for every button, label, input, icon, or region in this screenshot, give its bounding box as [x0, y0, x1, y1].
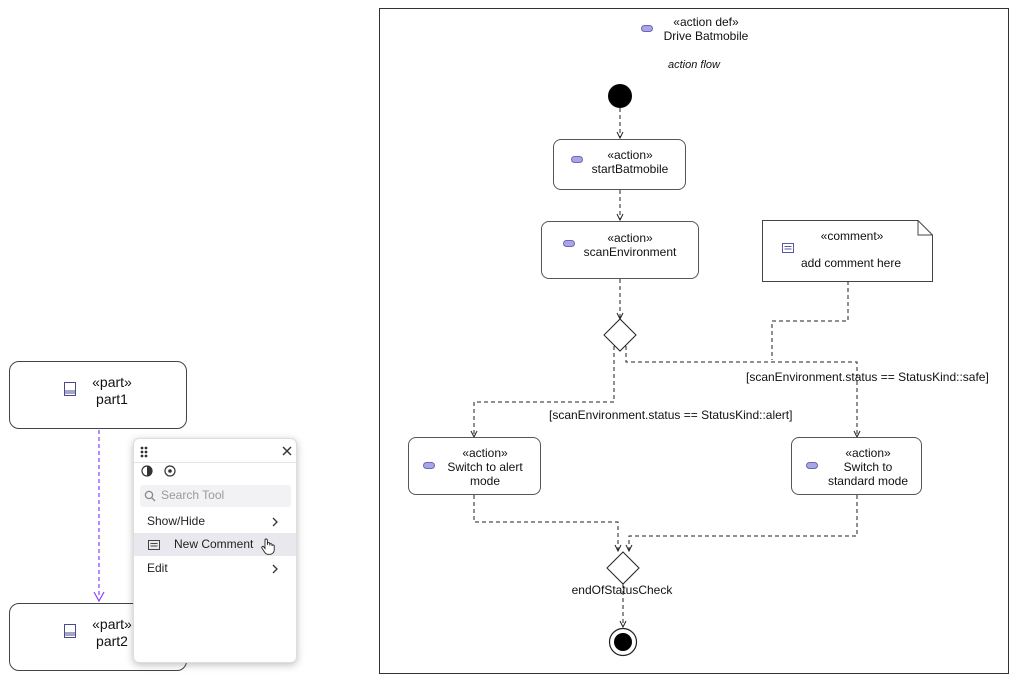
- new-comment-label: New Comment: [174, 537, 254, 551]
- action-icon: [423, 462, 435, 469]
- chevron-right-icon: [272, 564, 278, 574]
- part1-stereotype: «part»: [92, 374, 132, 390]
- search-placeholder: Search Tool: [161, 488, 225, 502]
- guard-alert: [scanEnvironment.status == StatusKind::a…: [549, 408, 793, 422]
- part-connector-arrowhead: [93, 591, 105, 603]
- initial-node[interactable]: [607, 83, 633, 109]
- action-name: scanEnvironment: [583, 245, 677, 259]
- action-startBatmobile[interactable]: «action» startBatmobile: [553, 139, 686, 190]
- action-name-line2: standard mode: [827, 474, 909, 488]
- palette-item-new-comment[interactable]: New Comment: [134, 533, 296, 556]
- part-icon: [64, 624, 76, 638]
- edit-label: Edit: [147, 561, 168, 575]
- search-icon: [144, 490, 156, 502]
- merge-node[interactable]: [606, 551, 640, 585]
- target-icon[interactable]: [164, 465, 176, 477]
- edge-comment-anchor: [771, 281, 849, 360]
- action-switch-to-standard-mode[interactable]: «action» Switch to standard mode: [791, 437, 922, 495]
- action-name-line2: mode: [469, 474, 501, 488]
- comment-stereotype: «comment»: [820, 229, 884, 243]
- part1-name: part1: [96, 391, 128, 407]
- search-tool-input[interactable]: Search Tool: [140, 485, 291, 507]
- hand-cursor-icon: [261, 538, 275, 555]
- action-def-frame[interactable]: [379, 8, 1009, 674]
- part-icon: [64, 382, 76, 396]
- chevron-right-icon: [272, 517, 278, 527]
- show-hide-label: Show/Hide: [147, 514, 206, 528]
- action-stereotype: «action»: [607, 231, 653, 245]
- action-icon: [563, 240, 575, 247]
- palette-item-show-hide[interactable]: Show/Hide: [134, 510, 296, 533]
- action-def-stereotype: «action def»: [673, 15, 739, 29]
- edge-decision-to-standard: [625, 346, 857, 437]
- action-scanEnvironment[interactable]: «action» scanEnvironment: [541, 221, 699, 279]
- guard-safe: [scanEnvironment.status == StatusKind::s…: [746, 370, 989, 384]
- comment-icon: [782, 243, 794, 253]
- part2-name: part2: [96, 633, 128, 649]
- action-name-line1: Switch to: [843, 460, 893, 474]
- action-switch-to-alert-mode[interactable]: «action» Switch to alert mode: [408, 437, 541, 495]
- comment-note-shape[interactable]: [762, 220, 933, 282]
- action-stereotype: «action»: [607, 148, 653, 162]
- close-icon[interactable]: [282, 446, 292, 456]
- decision-node[interactable]: [603, 318, 637, 352]
- action-def-name: Drive Batmobile: [663, 29, 749, 43]
- action-icon: [571, 156, 583, 163]
- action-name-line1: Switch to alert: [447, 460, 523, 474]
- palette-divider: [134, 462, 296, 463]
- tool-palette: Search Tool Show/Hide New Comment Edit: [133, 438, 297, 663]
- part2-stereotype: «part»: [92, 616, 132, 632]
- palette-item-edit[interactable]: Edit: [134, 557, 296, 580]
- edge-standard-to-merge: [629, 495, 858, 551]
- merge-label: endOfStatusCheck: [571, 583, 673, 597]
- comment-text: add comment here: [800, 256, 902, 270]
- action-stereotype: «action»: [845, 446, 891, 460]
- edge-alert-to-merge: [473, 495, 618, 551]
- action-name: startBatmobile: [591, 162, 669, 176]
- action-icon: [806, 462, 818, 469]
- action-def-icon: [641, 25, 653, 32]
- contrast-icon[interactable]: [141, 465, 153, 477]
- action-flow-compartment-label: action flow: [668, 59, 720, 71]
- edge-decision-to-alert: [474, 346, 615, 437]
- part1-node[interactable]: «part» part1: [9, 361, 187, 429]
- drag-handle-icon[interactable]: [140, 446, 148, 458]
- final-node[interactable]: [608, 627, 638, 657]
- comment-icon: [148, 540, 160, 550]
- action-stereotype: «action»: [462, 446, 508, 460]
